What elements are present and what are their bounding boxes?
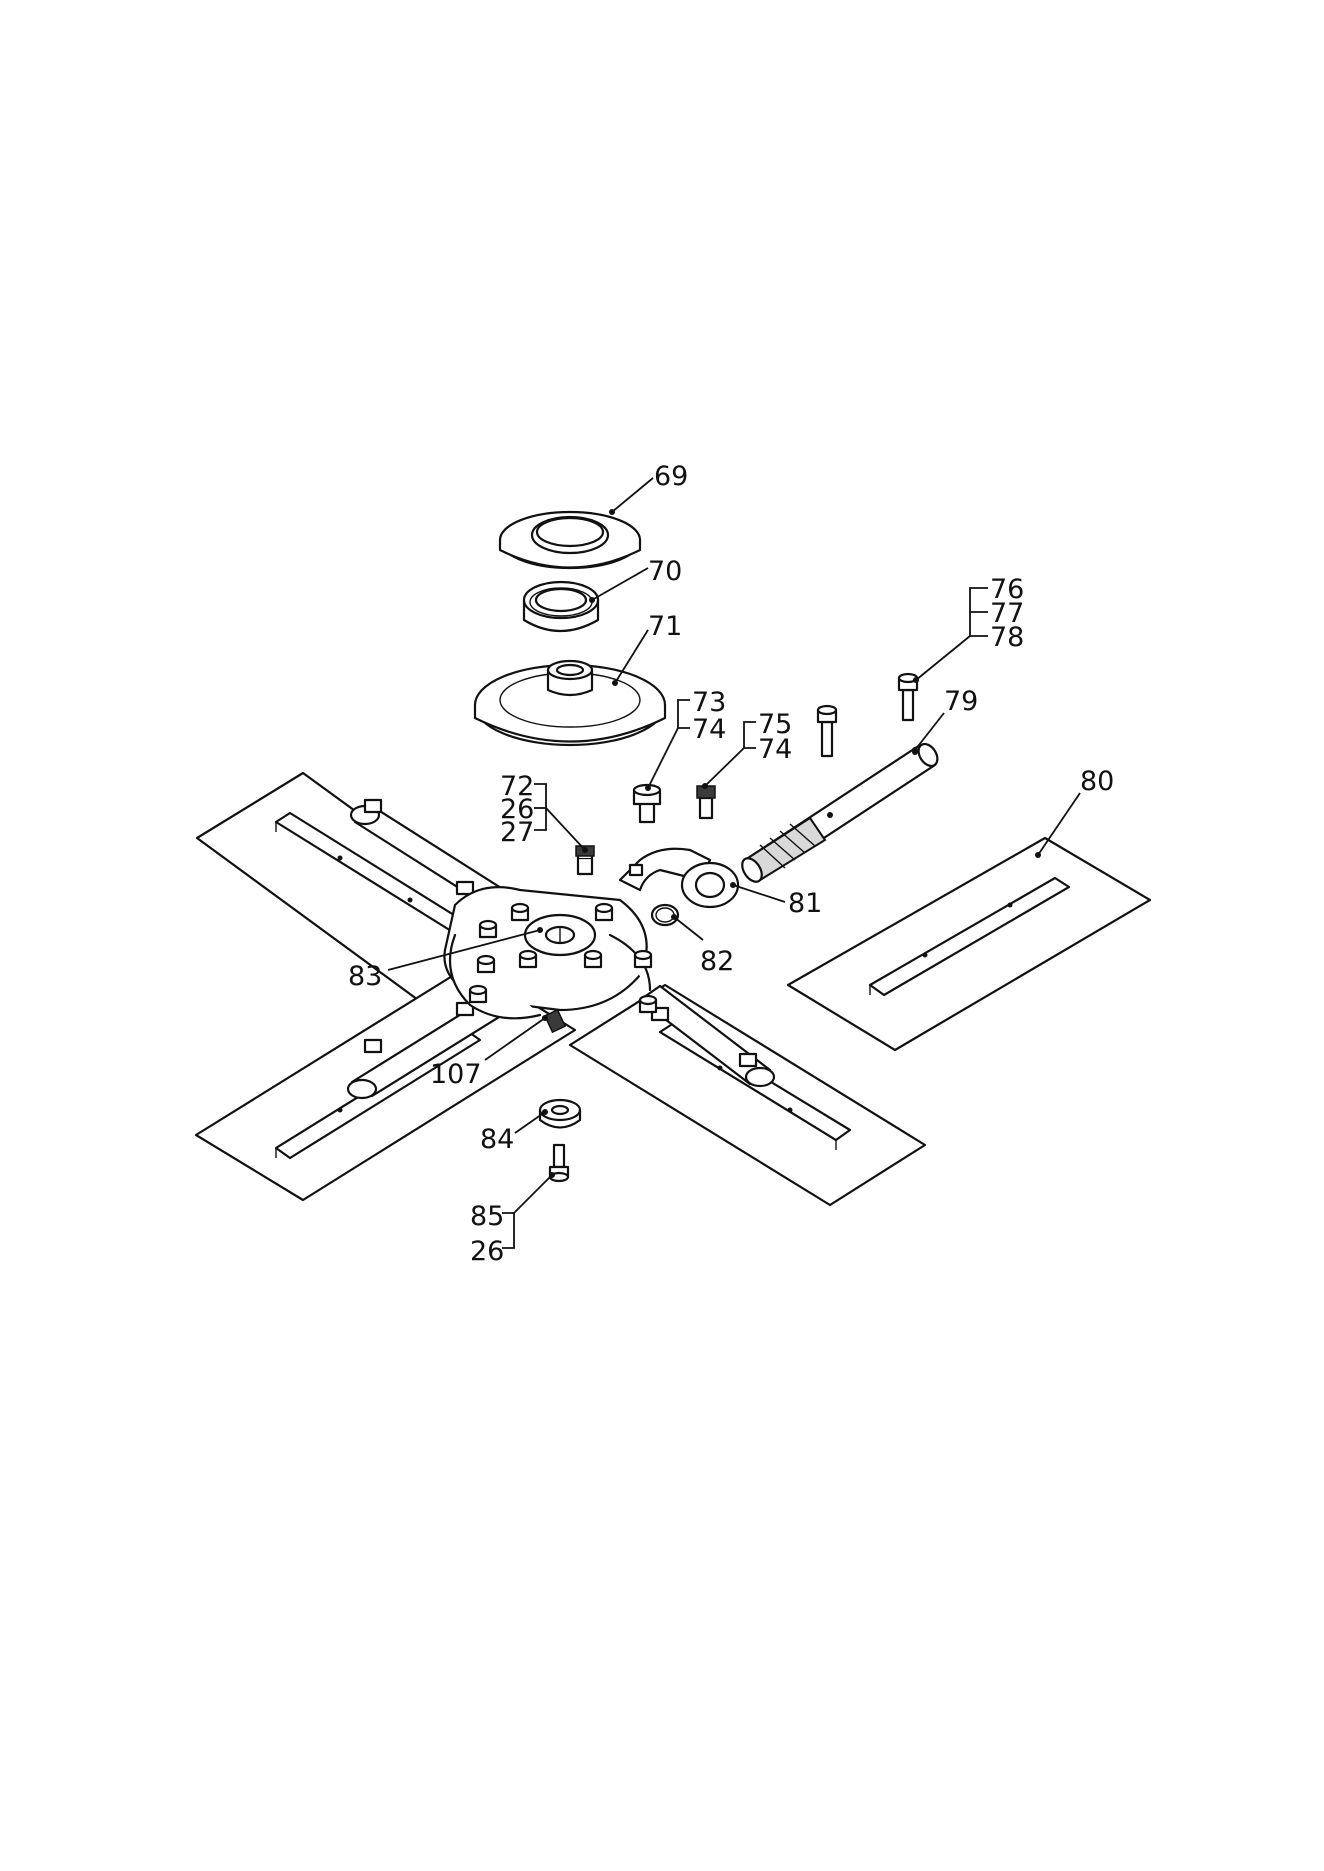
hub-bolt	[520, 951, 536, 967]
hub-bolt	[640, 996, 656, 1012]
part-71-pulley	[475, 661, 665, 745]
part-75-bolt	[697, 786, 715, 818]
blade-plate-right	[788, 838, 1150, 1050]
part-81-clamp	[620, 849, 738, 907]
callout-74: 74	[758, 734, 792, 765]
hub-bolt	[512, 904, 528, 920]
callout-107: 107	[430, 1059, 482, 1090]
callout-82: 82	[700, 946, 734, 977]
part-69-cover	[500, 512, 640, 568]
callout-83: 83	[348, 961, 382, 992]
hub-bolt	[635, 951, 651, 967]
hub-bolt	[470, 986, 486, 1002]
callout-85: 85	[470, 1201, 504, 1232]
hub-bolt	[478, 956, 494, 972]
callout-70: 70	[648, 556, 682, 587]
callout-79: 79	[944, 686, 978, 717]
callout-71: 71	[648, 611, 682, 642]
spare-bolt	[818, 706, 836, 756]
hub-bolt	[480, 921, 496, 937]
callout-74: 74	[692, 714, 726, 745]
callout-78: 78	[990, 622, 1024, 653]
callout-80: 80	[1080, 766, 1114, 797]
hub-bolt	[596, 904, 612, 920]
callout-69: 69	[654, 461, 688, 492]
callout-81: 81	[788, 888, 822, 919]
hub-bolt	[585, 951, 601, 967]
callout-27: 27	[500, 817, 534, 848]
callout-26: 26	[470, 1236, 504, 1267]
callout-84: 84	[480, 1124, 514, 1155]
part-70-bearing	[524, 582, 598, 631]
